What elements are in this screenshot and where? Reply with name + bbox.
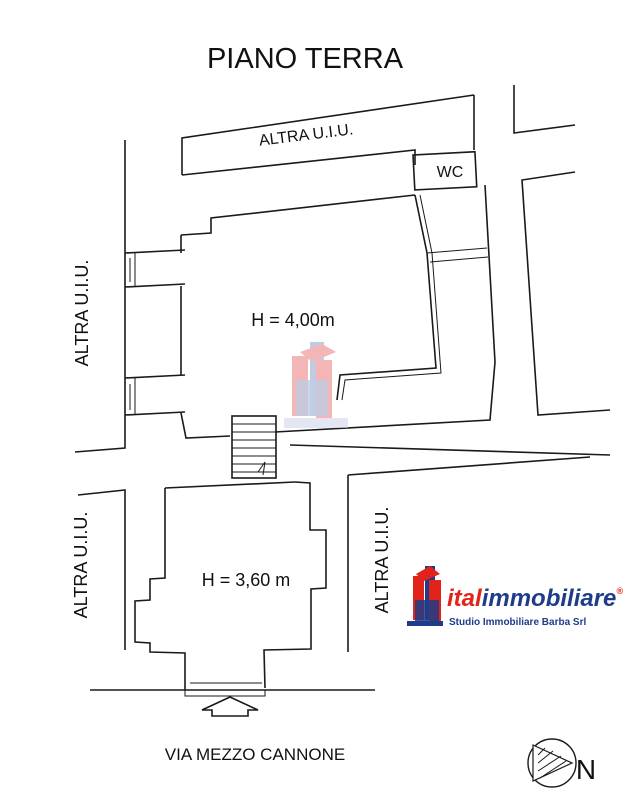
neighbor-label-left-lower: ALTRA U.I.U. — [71, 512, 91, 619]
neighbor-block-right-lower — [289, 444, 611, 652]
logo-subtitle: Studio Immobiliare Barba Srl — [449, 617, 586, 628]
window-alcove-upper — [124, 249, 186, 288]
lower-room — [134, 481, 327, 690]
street-name: VIA MEZZO CANNONE — [165, 745, 345, 764]
north-compass-icon — [527, 738, 577, 788]
italimmobiliare-logo: italimmobiliare® Studio Immobiliare Barb… — [407, 566, 623, 628]
plan-title: PIANO TERRA — [207, 43, 404, 75]
building-watermark-icon — [284, 342, 348, 428]
staircase — [231, 415, 277, 479]
neighbor-label-left-upper: ALTRA U.I.U. — [72, 260, 92, 367]
neighbor-label-right-lower: ALTRA U.I.U. — [372, 507, 392, 614]
neighbor-block-left-lower — [77, 489, 126, 650]
upper-room-height: H = 4,00m — [251, 310, 335, 330]
lower-room-height: H = 3,60 m — [202, 570, 291, 590]
window-alcove-lower — [124, 374, 186, 416]
street-front — [90, 682, 375, 697]
wc-label: WC — [437, 164, 464, 181]
neighbor-block-right — [513, 85, 611, 416]
upper-room — [180, 184, 496, 439]
neighbor-block-top — [181, 94, 475, 176]
inner-partition — [336, 194, 489, 401]
neighbor-label-top: ALTRA U.I.U. — [258, 121, 354, 149]
wc-room — [412, 150, 478, 191]
entrance-arrow-icon — [201, 696, 259, 717]
neighbor-block-left-upper — [74, 140, 126, 453]
logo-name: italimmobiliare® — [447, 585, 623, 612]
logo-building-icon — [407, 566, 443, 626]
north-letter: N — [576, 754, 596, 785]
